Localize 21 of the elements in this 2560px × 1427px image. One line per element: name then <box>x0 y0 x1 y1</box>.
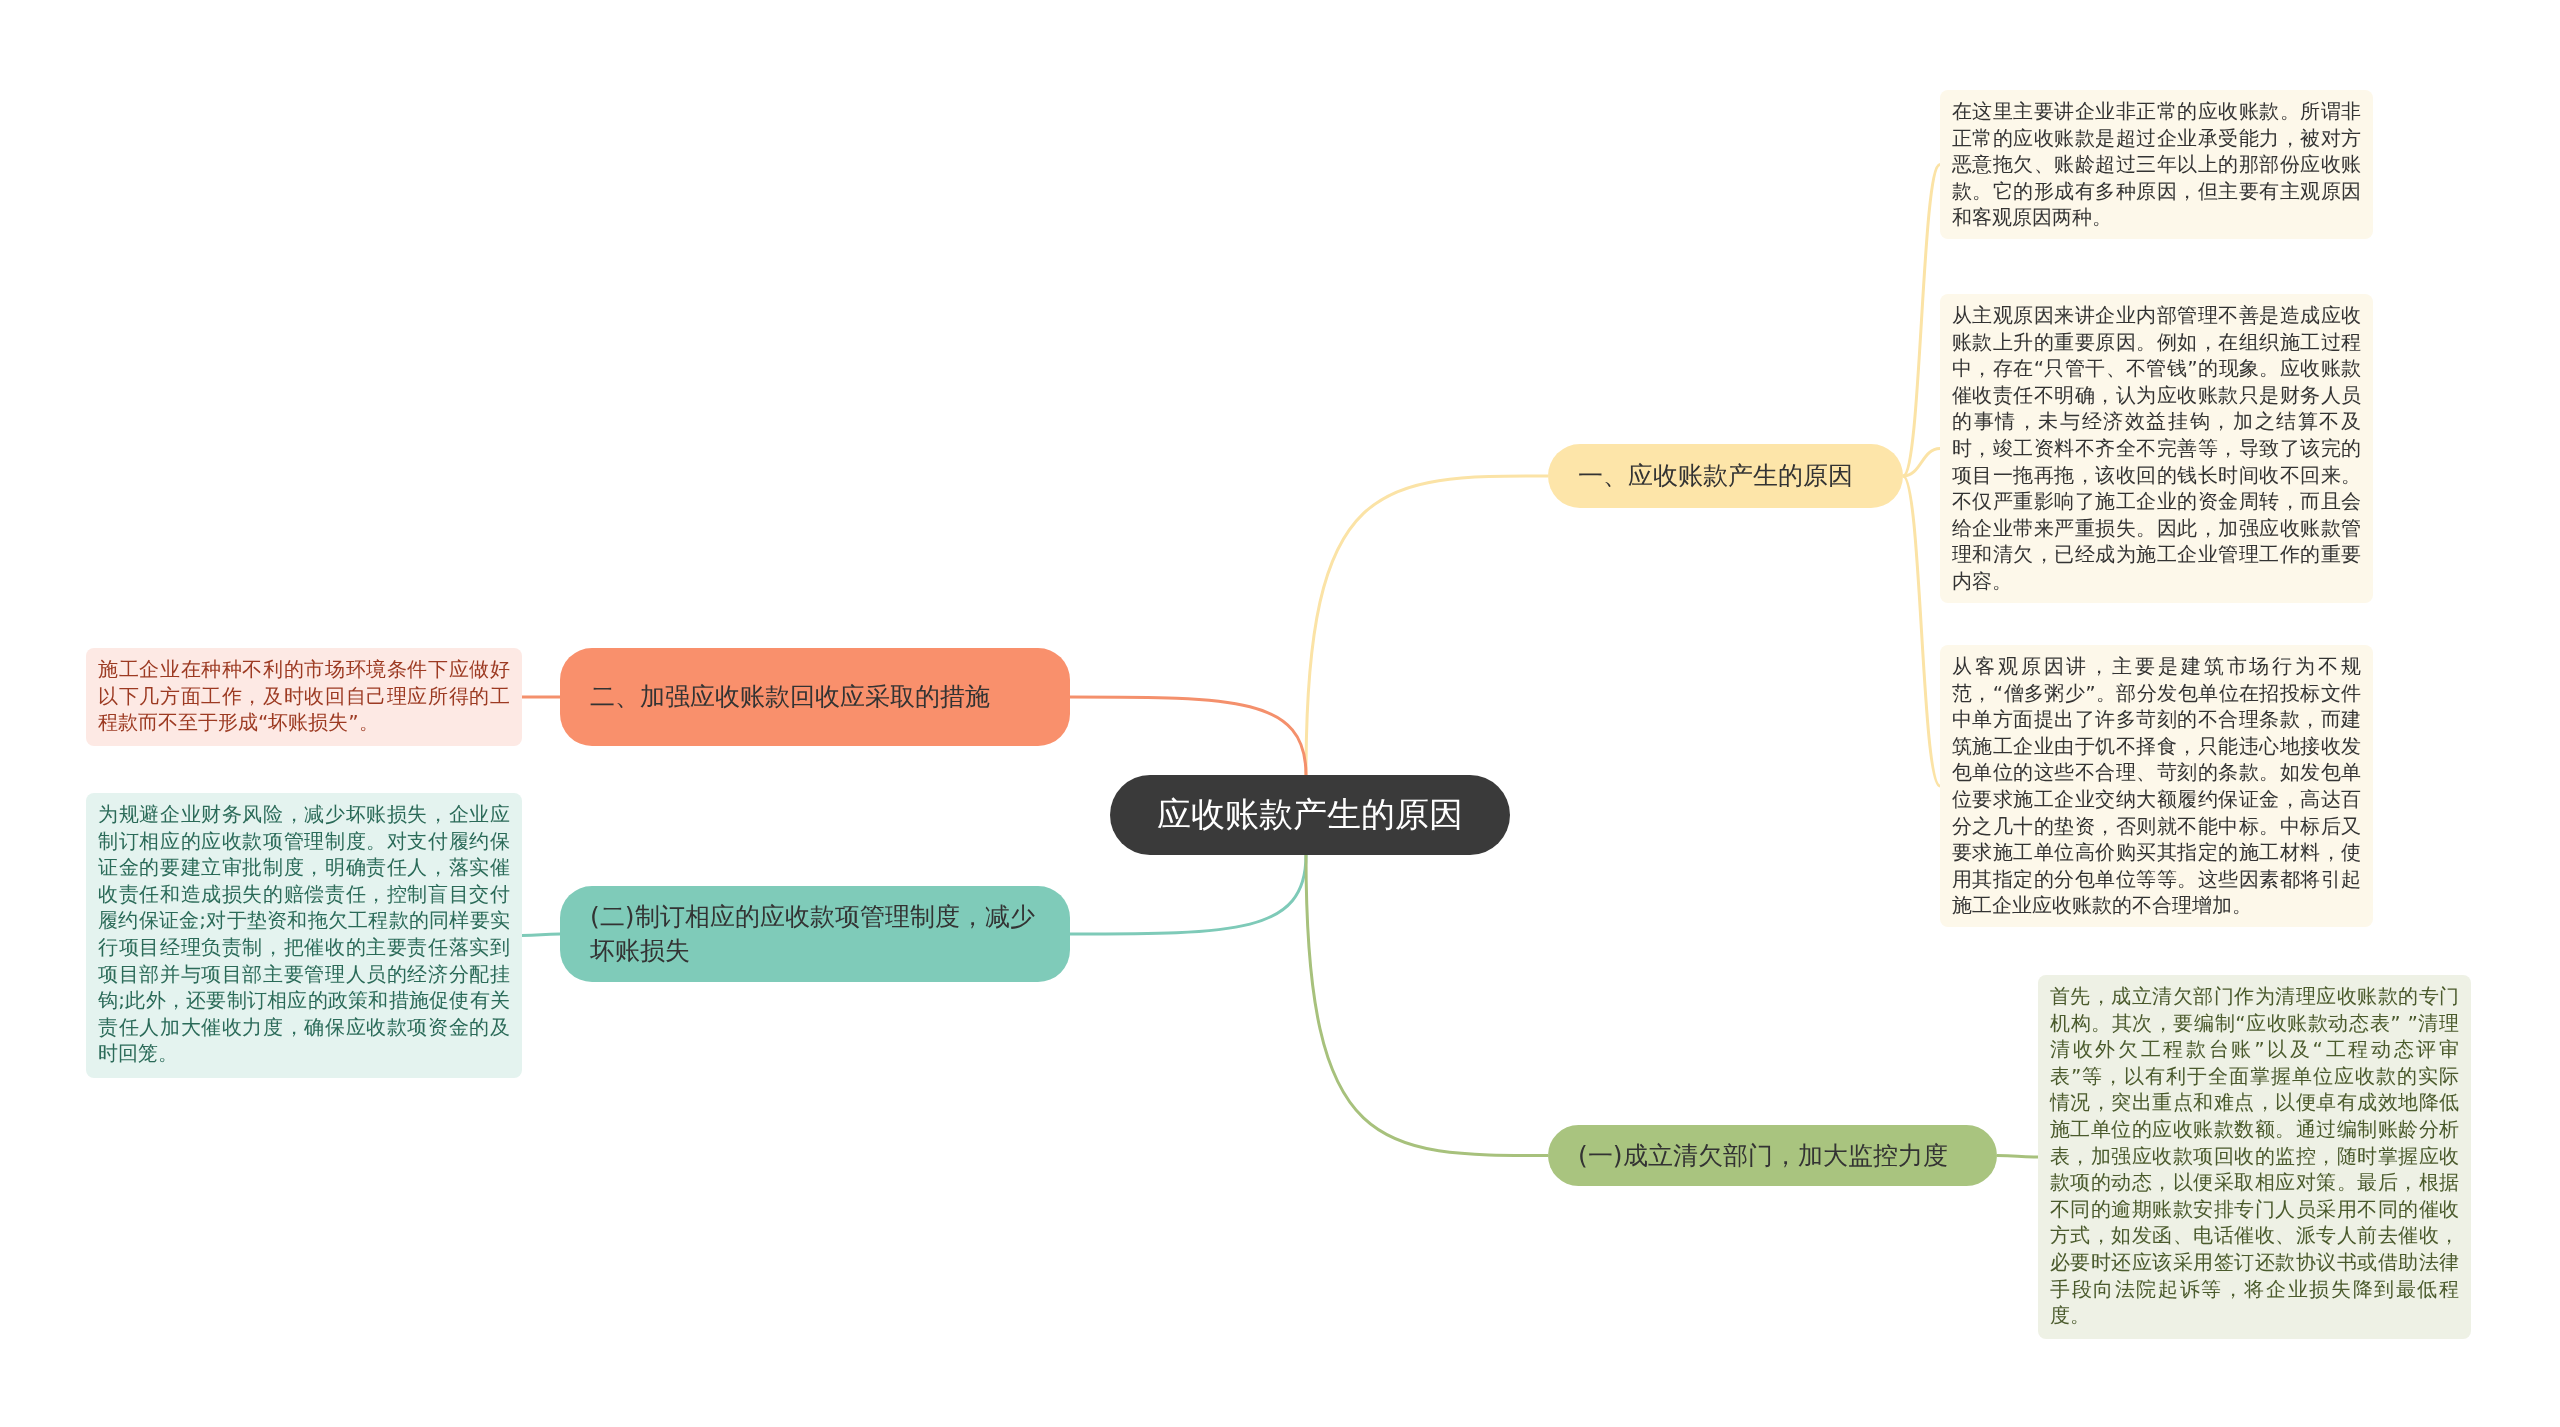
note-box: 为规避企业财务风险，减少坏账损失，企业应制订相应的应收款项管理制度。对支付履约保证金的要建立审批制度，明确责任人，落实催收责任和造成损失的赔偿责任，控制盲目交付履约保证金;对于垫资和拖欠工程款的同样要实行项目经理负责制，把催收的主要责任落实到项目部并与项目部主要管理人员的经济分配挂钩;此外，还要制订相应的政策和措施促使有关责任人加大催收力度，确保应收款项资金的及时回笼。 <box>86 793 522 1078</box>
note-box: 从主观原因来讲企业内部管理不善是造成应收账款上升的重要原因。例如，在组织施工过程中，存在“只管干、不管钱”的现象。应收账款催收责任不明确，认为应收账款只是财务人员的事情，未与经济效益挂钩，加之结算不及时，竣工资料不齐全不完善等，导致了该完的项目一拖再拖，该收回的钱长时间收不回来。不仅严重影响了施工企业的资金周转，而且会给企业带来严重损失。因此，加强应收账款管理和清欠，已经成为施工企业管理工作的重要内容。 <box>1940 294 2373 603</box>
connector-line <box>1070 854 1308 936</box>
note-box: 在这里主要讲企业非正常的应收账款。所谓非正常的应收账款是超过企业承受能力，被对方恶意拖欠、账龄超过三年以上的那部份应收账款。它的形成有多种原因，但主要有主观原因和客观原因两种。 <box>1940 90 2373 239</box>
topic-box: 二、加强应收账款回收应采取的措施 <box>560 648 1070 746</box>
topic-box: 一、应收账款产生的原因 <box>1548 444 1903 508</box>
connector-line <box>1304 474 1548 776</box>
topic-box: (二)制订相应的应收款项管理制度，减少坏账损失 <box>560 886 1070 982</box>
connector-line <box>1901 163 1942 477</box>
topic-box: (一)成立清欠部门，加大监控力度 <box>1548 1125 1997 1186</box>
connector-line <box>522 695 560 699</box>
note-box: 从客观原因讲，主要是建筑市场行为不规范，“僧多粥少”。部分发包单位在招投标文件中单方面提出了许多苛刻的不合理条款，而建筑施工企业由于饥不择食，只能违心地接收发包单位的这些不合理、苛刻的条款。如发包单位要求施工企业交纳大额履约保证金，高达百分之几十的垫资，否则就不能中标。中标后又要求施工单位高价购买其指定的施工材料，使用其指定的分包单位等等。这些因素都将引起施工企业应收账款的不合理增加。 <box>1940 645 2373 927</box>
connector-line <box>522 932 560 937</box>
connector-line <box>1997 1154 2038 1159</box>
central-topic-box: 应收账款产生的原因 <box>1110 775 1510 855</box>
note-box: 施工企业在种种不利的市场环境条件下应做好以下几方面工作，及时收回自己理应所得的工程款而不至于形成“坏账损失”。 <box>86 648 522 746</box>
connector-line <box>1304 854 1548 1157</box>
connector-line <box>1902 447 1941 478</box>
connector-line <box>1070 695 1308 776</box>
connector-line <box>1901 475 1942 787</box>
note-box: 首先，成立清欠部门作为清理应收账款的专门机构。其次，要编制“应收账款动态表” ”清理清收外欠工程款台账”以及“工程动态评审表”等，以有利于全面掌握单位应收款的实际情况，突出重点和难点，以便卓有成效地降低施工单位的应收账款数额。通过编制账龄分析表，加强应收款项回收的监控，随时掌握应收款项的动态，以便采取相应对策。最后，根据不同的逾期账款安排专门人员采用不同的催收方式，如发函、电话催收、派专人前去催收，必要时还应该采用签订还款协议书或借助法律手段向法院起诉等，将企业损失降到最低程度。 <box>2038 975 2471 1339</box>
